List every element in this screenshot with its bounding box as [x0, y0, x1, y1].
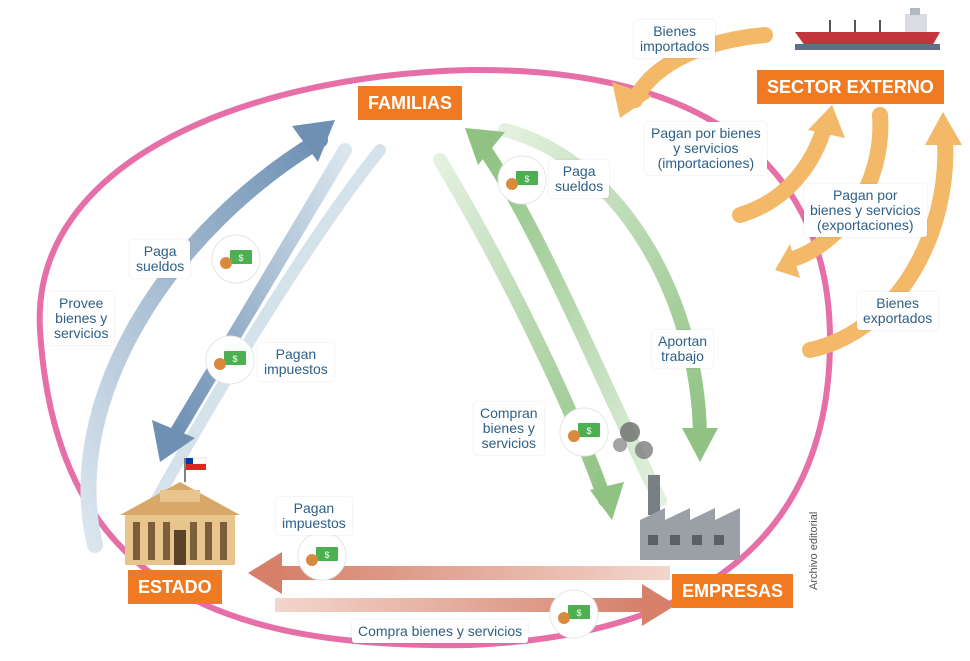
arrow-provee-bienes [80, 132, 328, 553]
cargo-ship-icon [795, 8, 940, 50]
money-coin-icon: $ [549, 589, 599, 639]
label-paga-sueldos-estado: Paga sueldos [130, 240, 191, 278]
arrow-pagan-impuestos-empresas [280, 566, 670, 580]
label-compran-bienes: Compran bienes y servicios [474, 402, 544, 455]
arrow-aportan-trabajo-head [682, 428, 718, 462]
label-pagan-importaciones: Pagan por bienes y servicios (importacio… [645, 122, 767, 175]
label-aportan-trabajo: Aportan trabajo [652, 330, 714, 368]
arrow-bienes-importados-head [612, 82, 652, 118]
svg-text:$: $ [576, 608, 581, 618]
label-compra-bienes-estado: Compra bienes y servicios [352, 620, 529, 643]
arrow-pagan-importaciones-head [808, 105, 845, 138]
label-bienes-importados: Bienes importados [634, 20, 716, 58]
arrow-paga-sueldos-estado-light [134, 144, 386, 536]
svg-text:$: $ [238, 253, 243, 263]
svg-text:$: $ [232, 354, 237, 364]
money-coin-icon: $ [559, 407, 609, 457]
arrow-bienes-exportados-head [925, 112, 962, 145]
arrow-pagan-impuestos-empresas-head [248, 552, 282, 594]
arrow-compran-bienes [433, 153, 612, 507]
chile-flag-icon [185, 457, 207, 470]
svg-text:$: $ [586, 426, 591, 436]
label-pagan-impuestos-familias: Pagan impuestos [258, 343, 334, 381]
factory-icon [613, 422, 740, 560]
sector-empresas: EMPRESAS [672, 574, 794, 608]
money-coin-icon: $ [211, 234, 261, 284]
arrow-provee-bienes-head [292, 120, 335, 162]
arrow-paga-sueldos-empresas-head [465, 128, 505, 165]
money-coin-icon: $ [205, 335, 255, 385]
arrow-compran-bienes-head [590, 482, 624, 520]
label-pagan-exportaciones: Pagan por bienes y servicios (exportacio… [804, 184, 927, 237]
arrow-bienes-exportados [802, 132, 954, 358]
arrow-compra-bienes-estado-head [642, 584, 676, 626]
arrow-paga-sueldos-estado-head [152, 420, 195, 462]
label-provee-bienes: Provee bienes y servicios [48, 292, 115, 345]
label-paga-sueldos-empresas: Paga sueldos [549, 160, 610, 198]
government-building-icon [120, 458, 240, 565]
arrow-pagan-importaciones [732, 117, 833, 223]
money-coin-icon: $ [497, 155, 547, 205]
sector-estado: ESTADO [128, 570, 222, 604]
money-coin-icon: $ [297, 531, 347, 581]
arrow-pagan-exportaciones-head [775, 244, 800, 278]
credit-text: Archivo editorial [808, 511, 820, 590]
svg-text:$: $ [324, 550, 329, 560]
label-bienes-exportados: Bienes exportados [857, 292, 939, 330]
arrow-paga-sueldos-estado [168, 143, 352, 442]
sector-familias: FAMILIAS [358, 86, 462, 120]
arrow-aportan-trabajo [498, 123, 707, 447]
svg-text:$: $ [524, 174, 529, 184]
label-pagan-impuestos-empresas: Pagan impuestos [276, 497, 352, 535]
sector-externo: SECTOR EXTERNO [757, 70, 944, 104]
